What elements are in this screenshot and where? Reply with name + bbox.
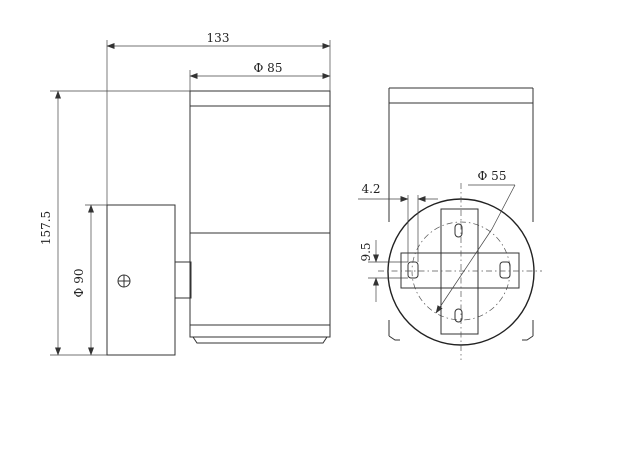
dimension-total-height: 157.5 xyxy=(39,90,190,356)
dimension-mount-circle: Φ 55 xyxy=(435,169,516,314)
dimension-slot-length-label: 9.5 xyxy=(359,242,373,261)
screw-symbol xyxy=(117,274,131,288)
dimension-body-diameter: Φ 85 xyxy=(189,61,331,91)
slot-top xyxy=(454,223,463,238)
wall-base-plate xyxy=(106,204,176,356)
dimension-base-diameter: Φ 90 xyxy=(72,204,107,356)
rear-housing xyxy=(388,87,534,341)
dimension-slot-width: 4.2 xyxy=(358,182,438,262)
slot-bottom xyxy=(454,308,463,323)
rear-view xyxy=(378,87,542,360)
lamp-body xyxy=(189,90,331,344)
dimension-body-diameter-label: Φ 85 xyxy=(254,61,283,75)
dimension-total-height-label: 157.5 xyxy=(39,211,53,245)
dimension-slot-width-label: 4.2 xyxy=(361,182,380,196)
slot-right xyxy=(499,261,511,279)
dimension-total-width-label: 133 xyxy=(207,31,230,45)
dimension-mount-circle-label: Φ 55 xyxy=(478,169,507,183)
dimension-slot-length: 9.5 xyxy=(359,240,408,302)
side-view xyxy=(106,90,331,356)
dimension-total-width: 133 xyxy=(106,31,331,205)
slot-left xyxy=(407,261,419,279)
neck-connector xyxy=(174,261,192,299)
dimension-base-diameter-label: Φ 90 xyxy=(72,269,86,298)
mounting-bracket xyxy=(400,208,520,335)
